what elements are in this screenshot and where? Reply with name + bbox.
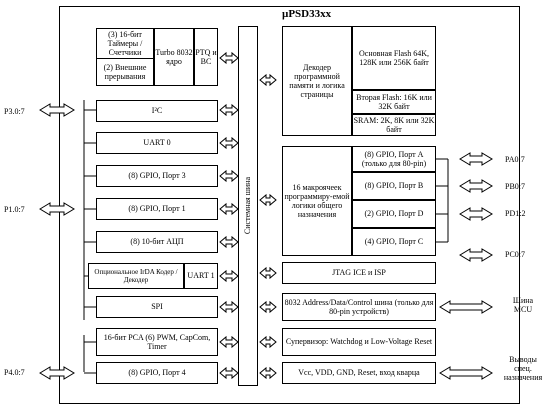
pin-p3: P3.0:7 — [4, 107, 25, 116]
pin-pc: PC0:7 — [505, 250, 526, 259]
adc-block: (8) 10-бит АЦП — [96, 231, 218, 253]
sram-block: SRAM: 2K, 8K или 32K байт — [352, 114, 436, 136]
gpio4-block: (8) GPIO, Порт 4 — [96, 362, 218, 384]
system-bus: Системная шина — [238, 26, 258, 386]
logic-block: 16 макроячеек программиру-емой логики об… — [282, 146, 352, 256]
pin-p1: P1.0:7 — [4, 205, 25, 214]
gpio-a-block: (8) GPIO, Порт A (только для 80-pin) — [352, 146, 436, 172]
ptq-block: PTQ и BC — [194, 28, 218, 86]
gpio1-block: (8) GPIO, Порт 1 — [96, 198, 218, 220]
arrow-p4 — [39, 366, 75, 380]
gpio-d-block: (2) GPIO, Порт D — [352, 200, 436, 228]
arrow-p3 — [39, 103, 75, 117]
arrow-pc — [459, 248, 493, 262]
addr-bus-block: 8032 Address/Data/Control шина (только д… — [282, 293, 436, 321]
arrow-pb — [459, 179, 493, 193]
arrow-pa — [459, 152, 493, 166]
gpio3-block: (8) GPIO, Порт 3 — [96, 165, 218, 187]
chip-title: µPSD33xx — [282, 8, 332, 20]
chip-outline — [59, 6, 520, 404]
arrow-p1 — [39, 202, 75, 216]
turbo-core-block: Turbo 8032 ядро — [154, 28, 194, 86]
pin-special: Выводы спец. назначения — [503, 355, 543, 382]
i2c-block: I²C — [96, 100, 218, 122]
pin-p4: P4.0:7 — [4, 368, 25, 377]
main-flash-block: Основная Flash 64K, 128K или 256K байт — [352, 26, 436, 90]
pin-pd: PD1:2 — [505, 209, 526, 218]
supervisor-block: Супервизор: Watchdog и Low-Voltage Reset — [282, 328, 436, 356]
pin-pb: PB0:7 — [505, 182, 526, 191]
arrow-mcu — [439, 300, 493, 314]
pca-block: 16-бит PCA (6) PWM, CapCom, Timer — [96, 328, 218, 356]
gpio-c-block: (4) GPIO, Порт C — [352, 228, 436, 256]
spi-block: SPI — [96, 296, 218, 318]
timers-block: (3) 16-бит Таймеры / Счетчики — [96, 28, 154, 58]
arrow-special — [439, 366, 493, 380]
power-block: Vcc, VDD, GND, Reset, вход кварца — [282, 362, 436, 384]
decoder-block: Декодер программной памяти и логика стра… — [282, 26, 352, 136]
uart1-block: UART 1 — [184, 263, 218, 289]
pin-pa: PA0:7 — [505, 155, 525, 164]
irda-block: Опциональное IrDA Кодер / Декодер — [88, 263, 184, 289]
ext-irq-block: (2) Внешние прерывания — [96, 58, 154, 86]
second-flash-block: Вторая Flash: 16K или 32K байт — [352, 90, 436, 114]
uart0-block: UART 0 — [96, 132, 218, 154]
arrow-pd — [459, 207, 493, 221]
gpio-b-block: (8) GPIO, Порт B — [352, 172, 436, 200]
pin-mcu-bus: Шина MCU — [512, 296, 534, 314]
jtag-block: JTAG ICE и ISP — [282, 262, 436, 284]
